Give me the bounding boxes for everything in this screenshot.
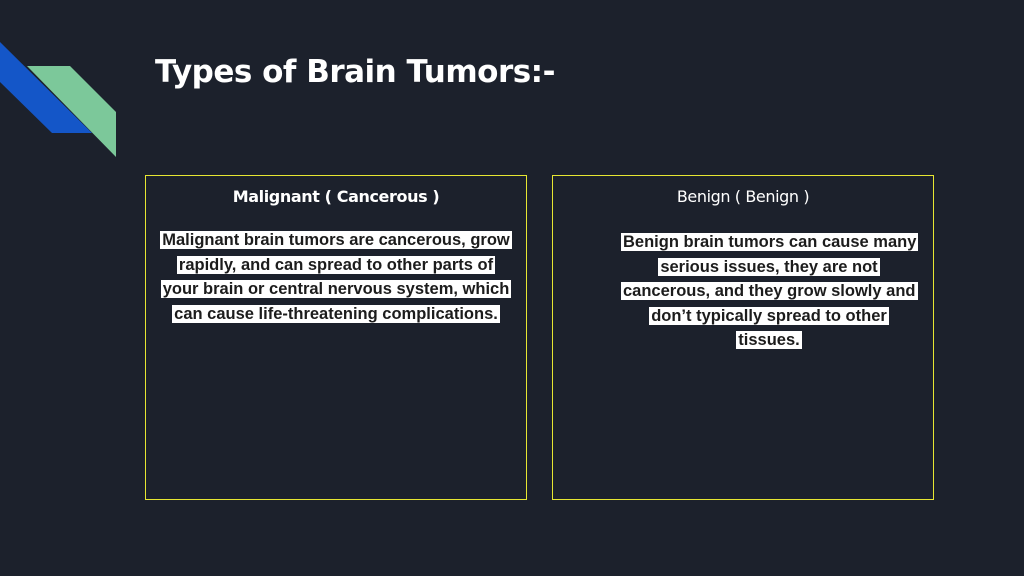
malignant-box: Malignant ( Cancerous ) Malignant brain …	[145, 175, 527, 500]
malignant-description: Malignant brain tumors are cancerous, gr…	[160, 228, 512, 326]
malignant-description-text: Malignant brain tumors are cancerous, gr…	[160, 231, 512, 323]
benign-description: Benign brain tumors can cause many serio…	[621, 230, 919, 353]
malignant-heading: Malignant ( Cancerous )	[232, 187, 440, 206]
corner-decoration	[0, 42, 116, 157]
benign-heading: Benign ( Benign )	[676, 187, 810, 206]
slide-title: Types of Brain Tumors:-	[155, 54, 555, 90]
benign-box: Benign ( Benign ) Benign brain tumors ca…	[552, 175, 934, 500]
benign-description-text: Benign brain tumors can cause many serio…	[621, 233, 919, 349]
blue-stripe	[0, 42, 92, 133]
green-stripe	[27, 66, 116, 157]
